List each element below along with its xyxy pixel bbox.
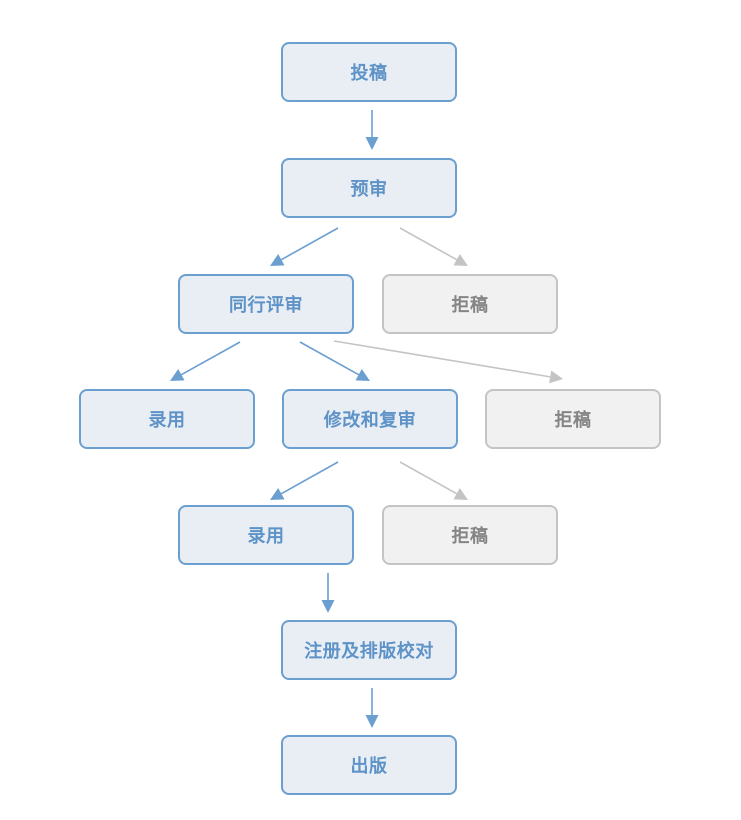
arrow-head [170,368,185,381]
arrow-head [270,487,285,500]
arrow-head [453,253,468,266]
arrow-pre_review-to-reject_1 [399,227,468,266]
arrow-head [355,368,370,381]
arrow-register-to-publish [365,688,379,728]
arrow-peer_review-to-accept_1 [170,341,241,381]
arrow-pre_review-to-peer_review [270,227,339,266]
node-peer-review: 同行评审 [178,274,354,334]
arrow-layer [170,110,563,728]
arrow-peer_review-to-reject_2 [333,340,563,384]
node-reject-2: 拒稿 [485,389,661,449]
arrow-head [549,370,563,384]
arrow-line [399,227,458,261]
node-submit: 投稿 [281,42,457,102]
node-register: 注册及排版校对 [281,620,457,680]
arrow-line [399,461,458,495]
node-accept-2: 录用 [178,505,354,565]
arrow-line [280,227,339,261]
node-reject-1: 拒稿 [382,274,558,334]
arrow-line [333,340,551,378]
arrow-revise-to-accept_2 [270,461,339,500]
arrow-head [321,600,335,613]
arrow-peer_review-to-revise [299,341,370,381]
node-accept-1: 录用 [79,389,255,449]
arrow-line [299,341,360,376]
node-revise: 修改和复审 [282,389,458,449]
arrow-head [453,487,468,500]
arrow-line [280,461,339,495]
arrow-revise-to-reject_3 [399,461,468,500]
arrow-head [365,715,379,728]
node-pre-review: 预审 [281,158,457,218]
arrow-head [270,253,285,266]
node-publish: 出版 [281,735,457,795]
arrow-accept_2-to-register [321,573,335,613]
arrow-head [365,137,379,150]
arrow-submit-to-pre_review [365,110,379,150]
node-reject-3: 拒稿 [382,505,558,565]
arrow-line [180,341,241,376]
